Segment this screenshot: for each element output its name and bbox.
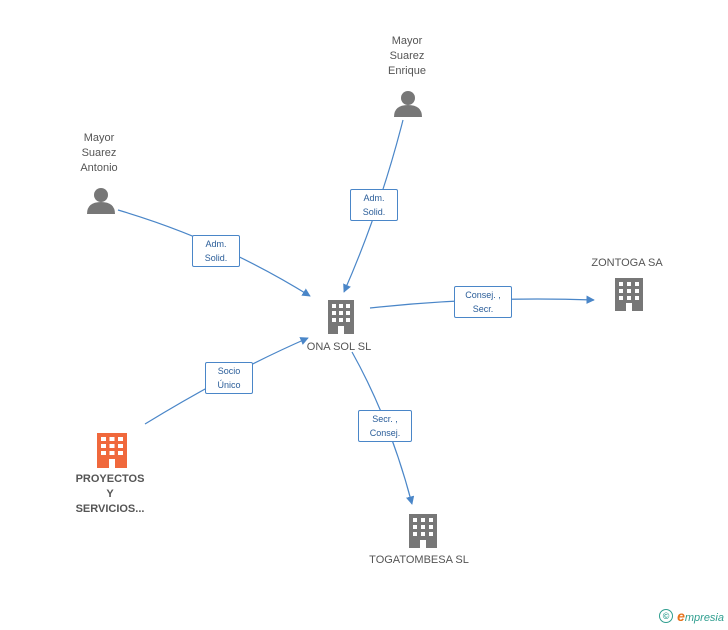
edge-label-ona-togatombesa: Secr. , Consej.	[358, 410, 412, 442]
building-icon	[328, 300, 354, 334]
edge-label-antonio-ona: Adm. Solid.	[192, 235, 240, 267]
building-icon	[615, 278, 643, 311]
node-label-togatombesa[interactable]: TOGATOMBESA SL	[362, 553, 476, 568]
node-label-mayor-suarez-antonio[interactable]: Mayor Suarez Antonio	[68, 131, 130, 176]
edge-label-ona-zontoga: Consej. , Secr.	[454, 286, 512, 318]
building-icon-highlight	[97, 433, 127, 468]
node-label-zontoga[interactable]: ZONTOGA SA	[582, 256, 672, 271]
person-icon	[394, 91, 422, 117]
node-label-ona-sol[interactable]: ONA SOL SL	[296, 340, 382, 355]
edge-label-line: Secr. ,	[372, 414, 398, 424]
label-line: ONA SOL SL	[306, 341, 372, 353]
edge-label-line: Adm.	[363, 193, 385, 203]
brand-initial: e	[677, 608, 685, 624]
edge-label-line: Consej. ,	[465, 290, 501, 300]
copyright-icon: ©	[659, 609, 674, 623]
label-line: Antonio	[80, 162, 118, 174]
brand-rest: mpresia	[684, 612, 724, 624]
edge-label-line: Único	[217, 380, 241, 390]
label-line: TOGATOMBESA SL	[369, 554, 469, 566]
edge-label-line: Solid.	[362, 207, 386, 217]
edge-label-line: Adm.	[205, 239, 227, 249]
label-line: PROYECTOS	[75, 473, 145, 485]
person-icon	[87, 188, 115, 214]
building-icon	[409, 514, 437, 548]
label-line: Y	[106, 488, 114, 500]
edge-label-line: Secr.	[472, 304, 494, 314]
label-line: SERVICIOS...	[75, 503, 145, 515]
label-line: Enrique	[388, 65, 426, 77]
label-line: ZONTOGA SA	[591, 257, 663, 269]
node-label-mayor-suarez-enrique[interactable]: Mayor Suarez Enrique	[376, 34, 438, 79]
edge-label-line: Solid.	[204, 253, 228, 263]
label-line: Suarez	[81, 147, 117, 159]
edge-label-line: Socio	[217, 366, 241, 376]
label-line: Mayor	[391, 35, 423, 47]
brand-logo[interactable]: empresia	[677, 608, 724, 624]
edge-label-enrique-ona: Adm. Solid.	[350, 189, 398, 221]
edge-label-line: Consej.	[369, 428, 401, 438]
label-line: Suarez	[389, 50, 425, 62]
label-line: Mayor	[83, 132, 115, 144]
node-label-proyectos-servicios[interactable]: PROYECTOS Y SERVICIOS...	[64, 472, 156, 517]
edge-label-proyectos-ona: Socio Único	[205, 362, 253, 394]
footer-branding: © empresia	[659, 608, 724, 624]
